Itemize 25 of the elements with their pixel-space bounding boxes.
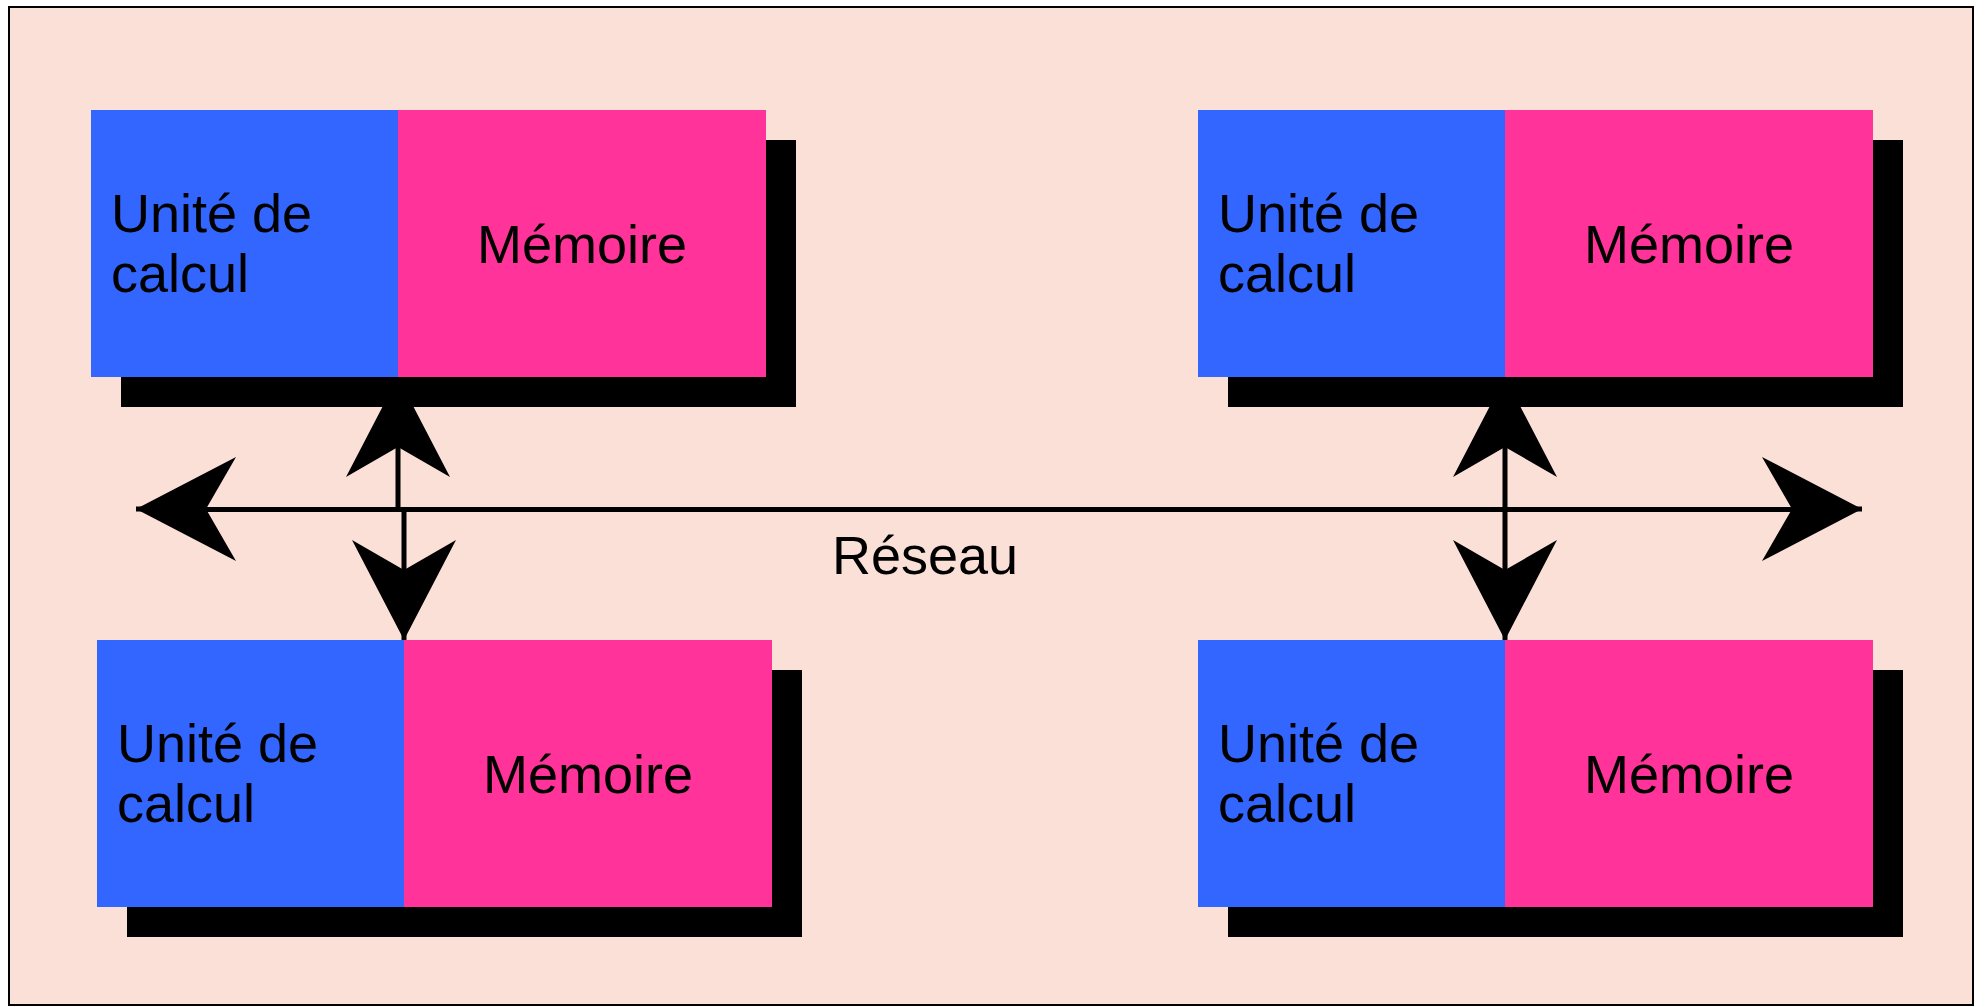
memory-box bbox=[1505, 640, 1873, 907]
compute-unit-box bbox=[97, 640, 404, 907]
compute-unit-label: Unité de calcul bbox=[1218, 714, 1421, 833]
compute-unit-label: Unité de calcul bbox=[1218, 184, 1421, 303]
network-label: Réseau bbox=[832, 524, 1019, 586]
arrow bbox=[352, 509, 456, 640]
compute-unit-label: Unité de calcul bbox=[117, 714, 320, 833]
compute-unit-box bbox=[1198, 110, 1505, 377]
memory-label: Mémoire bbox=[1583, 212, 1794, 275]
memory-box bbox=[404, 640, 772, 907]
memory-label: Mémoire bbox=[482, 742, 693, 805]
arrow bbox=[136, 457, 236, 561]
compute-unit-box bbox=[91, 110, 398, 377]
arrow bbox=[1762, 457, 1862, 561]
computer-node bbox=[91, 110, 796, 407]
memory-label: Mémoire bbox=[476, 212, 687, 275]
computer-node bbox=[1198, 110, 1903, 407]
memory-label: Mémoire bbox=[1583, 742, 1794, 805]
memory-box bbox=[1505, 110, 1873, 377]
computer-node bbox=[97, 640, 802, 937]
compute-unit-box bbox=[1198, 640, 1505, 907]
arrow bbox=[1453, 509, 1557, 640]
memory-box bbox=[398, 110, 766, 377]
compute-unit-label: Unité de calcul bbox=[111, 184, 314, 303]
computer-node bbox=[1198, 640, 1903, 937]
